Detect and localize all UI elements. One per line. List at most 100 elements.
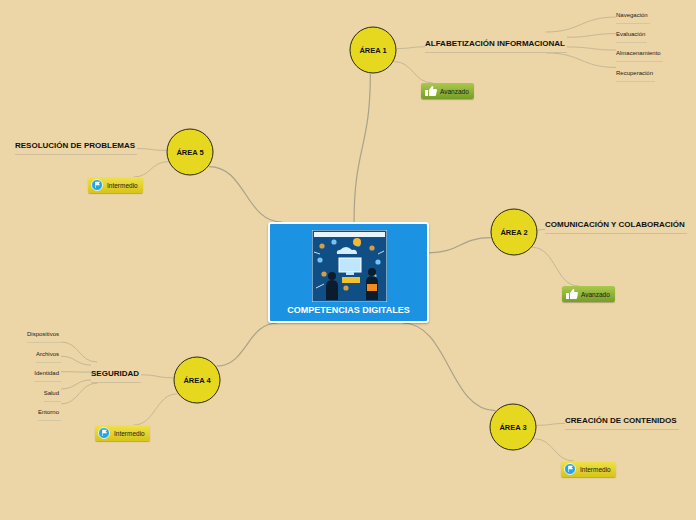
level-badge: Intermedio: [561, 461, 616, 477]
branch-connector: [567, 34, 616, 38]
level-badge: Intermedio: [95, 425, 150, 441]
node-text: ÁREA 5: [176, 148, 203, 157]
sparkle-lines: [314, 251, 384, 288]
icon-dot: [375, 259, 380, 264]
flag-shape: [96, 182, 100, 188]
node-text: Identidad: [34, 370, 59, 376]
person-silhouette: [326, 280, 338, 300]
flag-shape: [569, 466, 573, 472]
icon-disc: [92, 180, 103, 191]
icon-dot: [369, 245, 374, 250]
lightbulb: [353, 238, 361, 246]
level-badge: Avanzado: [562, 286, 615, 302]
node-text: Recuperación: [616, 70, 653, 76]
node-text: ALFABETIZACIÓN INFORMACIONAL: [425, 39, 565, 48]
level-badge: Avanzado: [421, 83, 474, 99]
branch-connector: [429, 238, 491, 253]
branch-connector: [61, 383, 98, 404]
icon-dot: [319, 243, 324, 248]
monitor-stand: [346, 272, 354, 275]
branch-connector: [61, 356, 91, 365]
branch-connector: [137, 149, 166, 151]
area-circle: ÁREA 4: [173, 356, 221, 404]
topic-label: RESOLUCIÓN DE PROBLEMAS: [15, 134, 137, 155]
subtopic-label: Entorno: [38, 400, 61, 421]
thumb-shape: [425, 86, 437, 96]
branch-connector: [532, 247, 578, 286]
orange-box: [367, 284, 377, 291]
icon-dot: [331, 239, 336, 244]
branch-connector: [217, 323, 278, 366]
branch-connector: [354, 74, 370, 222]
flag-icon: [91, 179, 104, 191]
icon-disc: [99, 428, 110, 439]
subtopic-label: Recuperación: [616, 61, 655, 82]
thumb-icon: [565, 288, 578, 300]
node-text: Dispositivos: [27, 331, 59, 337]
central-box: COMPETENCIAS DIGITALES: [268, 222, 429, 323]
desk: [342, 277, 360, 283]
topic-label: CREACIÓN DE CONTENIDOS: [565, 409, 679, 430]
branch-connector: [209, 167, 282, 222]
area-circle: ÁREA 5: [166, 128, 214, 176]
icon-dot: [321, 271, 326, 276]
subtopic-label: Evaluación: [616, 22, 647, 43]
branch-connector: [397, 47, 425, 49]
node-text: COMPETENCIAS DIGITALES: [270, 305, 427, 315]
area-circle: ÁREA 3: [489, 403, 537, 451]
branch-connector: [546, 17, 616, 32]
subtopic-label: Salud: [44, 381, 61, 402]
branch-connector: [538, 229, 545, 231]
topic-label: COMUNICACIÓN Y COLABORACIÓN: [545, 213, 687, 234]
circle-outline: [491, 209, 537, 255]
branch-connector: [133, 162, 168, 177]
node-text: RESOLUCIÓN DE PROBLEMAS: [15, 141, 135, 150]
circle-outline: [167, 129, 213, 175]
flag-icon: [564, 463, 577, 475]
node-text: Evaluación: [616, 31, 645, 37]
branch-connector: [537, 423, 565, 425]
person-head: [328, 272, 336, 280]
branch-connector: [61, 380, 91, 389]
branch-connector: [134, 394, 178, 425]
circle-outline: [490, 404, 536, 450]
node-text: CREACIÓN DE CONTENIDOS: [565, 416, 677, 425]
node-text: Navegación: [616, 12, 648, 18]
branch-connector: [547, 53, 616, 67]
cloud: [337, 247, 357, 254]
node-text: SEGURIDAD: [91, 369, 139, 378]
branch-connector: [61, 371, 91, 372]
circle-outline: [174, 357, 220, 403]
node-text: Salud: [44, 390, 59, 396]
subtopic-label: Dispositivos: [27, 322, 61, 343]
flag-icon: [98, 427, 111, 439]
node-text: Avanzado: [440, 88, 469, 95]
picture-frame: [312, 230, 387, 302]
area-circle: ÁREA 1: [349, 26, 397, 74]
node-text: ÁREA 1: [359, 46, 386, 55]
illustration: [312, 230, 387, 302]
subtopic-label: Identidad: [34, 361, 61, 382]
branch-connector: [402, 323, 495, 411]
icon-dot: [317, 257, 322, 262]
node-text: ÁREA 4: [183, 376, 210, 385]
branch-connector: [141, 375, 173, 378]
topic-label: ALFABETIZACIÓN INFORMACIONAL: [425, 32, 567, 53]
circle-outline: [350, 27, 396, 73]
area-circle: ÁREA 2: [490, 208, 538, 256]
node-text: COMUNICACIÓN Y COLABORACIÓN: [545, 220, 685, 229]
node-text: ÁREA 2: [500, 228, 527, 237]
node-text: Entorno: [38, 409, 59, 415]
monitor: [339, 258, 361, 272]
flag-shape: [103, 430, 107, 436]
thumb-shape: [566, 289, 578, 299]
node-text: Almacenamiento: [616, 50, 661, 56]
icon-dot: [343, 285, 348, 290]
node-text: Intermedio: [107, 182, 138, 189]
level-badge: Intermedio: [88, 177, 143, 193]
subtopic-label: Navegación: [616, 3, 650, 24]
branch-connector: [394, 62, 433, 83]
branch-connector: [61, 342, 97, 362]
icon-disc: [565, 464, 576, 475]
node-text: Intermedio: [580, 466, 611, 473]
